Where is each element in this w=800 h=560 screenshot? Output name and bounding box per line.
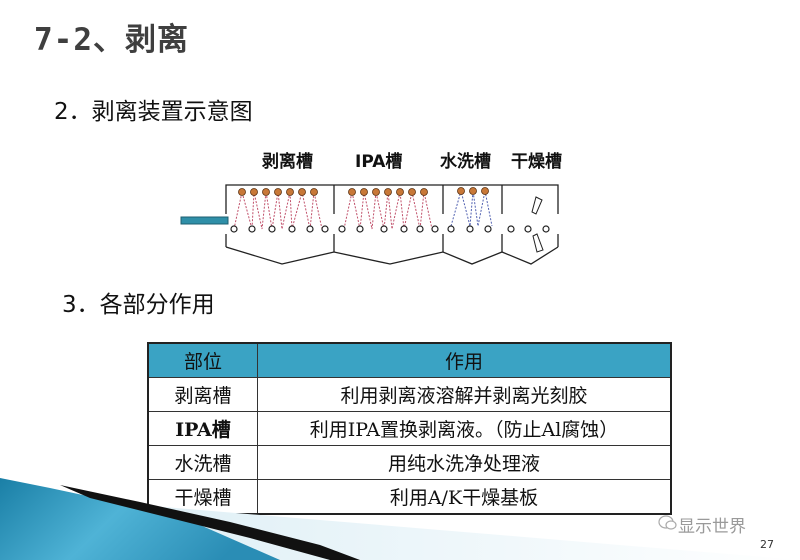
conveyor-rollers xyxy=(230,225,550,233)
tank-label-dry: 干燥槽 xyxy=(511,152,562,172)
tank-roles-table: 部位 作用 剥离槽 利用剥离液溶解并剥离光刻胶 IPA槽 利用IPA置换剥离液。… xyxy=(147,342,672,515)
section-2-heading: 2．剥离装置示意图 xyxy=(54,99,253,125)
column-header-role: 作用 xyxy=(257,342,672,378)
tank-label-rinse: 水洗槽 xyxy=(440,152,491,172)
tank-label-ipa: IPA槽 xyxy=(355,152,403,172)
cell-role: 利用A/K干燥基板 xyxy=(257,479,672,515)
wechat-icon xyxy=(658,515,677,530)
table-row: 干燥槽 利用A/K干燥基板 xyxy=(147,479,672,515)
cell-role: 利用IPA置换剥离液。（防止Al腐蚀） xyxy=(257,411,672,446)
substrate-inlet xyxy=(180,216,229,225)
tank-label-stripping: 剥离槽 xyxy=(262,152,313,172)
column-header-part: 部位 xyxy=(147,342,258,378)
cell-role: 用纯水洗净处理液 xyxy=(257,445,672,480)
stripping-tank-sprays xyxy=(233,188,323,230)
section-3-heading: 3．各部分作用 xyxy=(62,292,215,318)
cell-role: 利用剥离液溶解并剥离光刻胶 xyxy=(257,377,672,412)
air-knives xyxy=(531,196,544,253)
cell-part: 剥离槽 xyxy=(147,377,258,412)
stripping-apparatus-diagram xyxy=(180,184,559,265)
rinse-tank-sprays xyxy=(450,187,493,227)
table-row: 水洗槽 用纯水洗净处理液 xyxy=(147,445,672,480)
decorative-swoosh xyxy=(0,478,800,560)
watermark-text: 显示世界 xyxy=(678,517,746,537)
slide-title: 7-2、剥离 xyxy=(34,22,189,58)
table-row: IPA槽 利用IPA置换剥离液。（防止Al腐蚀） xyxy=(147,411,672,446)
tank-frame xyxy=(225,184,559,265)
table-row: 剥离槽 利用剥离液溶解并剥离光刻胶 xyxy=(147,377,672,412)
page-number: 27 xyxy=(760,538,774,551)
cell-part: IPA槽 xyxy=(147,411,258,446)
table-header-row: 部位 作用 xyxy=(147,342,672,378)
ipa-tank-sprays xyxy=(343,188,433,230)
cell-part: 水洗槽 xyxy=(147,445,258,480)
